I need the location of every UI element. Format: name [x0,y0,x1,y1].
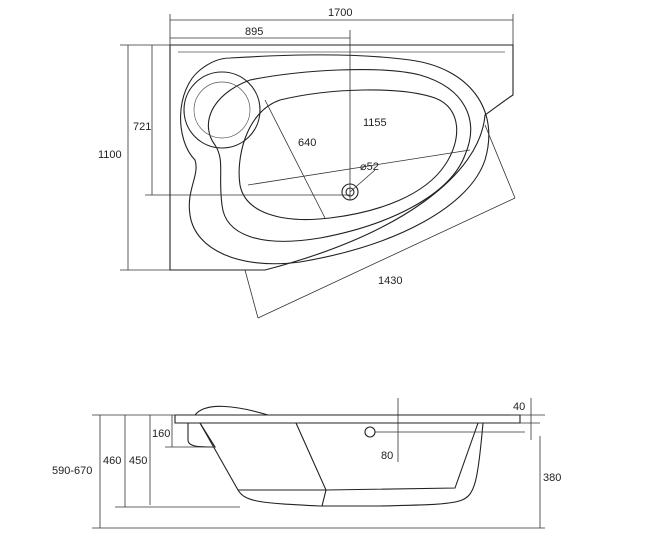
dim-line-1155 [247,149,471,186]
rim [174,414,521,424]
label-40: 40 [513,401,525,413]
label-1700: 1700 [328,7,352,19]
dim-line-1100 [120,45,170,271]
dim-leader-drain [349,169,376,193]
headrest-circle [183,71,261,149]
label-160: 160 [152,428,170,440]
label-721: 721 [133,121,151,133]
label-590-670: 590-670 [52,465,92,477]
tub-body [199,422,484,507]
dim-line-721 [120,44,350,196]
label-1100: 1100 [98,149,122,161]
tub-bathing-well [238,89,458,221]
panel-fold [238,422,479,507]
dim-line-460 [115,415,240,508]
dim-line-160 [165,415,215,448]
overflow-hole [364,426,376,438]
label-1155: 1155 [363,117,387,129]
top-view: 1700 895 721 1100 640 1155 ⌀52 1430 [98,7,516,319]
label-drain-diameter: ⌀52 [360,161,379,173]
label-380: 380 [543,472,561,484]
label-1430: 1430 [378,275,402,287]
tub-inner-basin [207,69,472,242]
label-80: 80 [381,450,393,462]
label-450: 450 [129,455,147,467]
side-view: 40 160 590-670 460 450 80 380 [52,398,561,529]
tub-outer-rim [169,44,514,271]
dim-line-1700 [169,14,514,45]
dim-line-590-670 [92,414,545,529]
dim-ext-overflow [375,414,545,433]
dim-line-640 [264,99,326,219]
label-895: 895 [245,26,263,38]
tub-outer-basin [180,54,490,265]
headrest-profile [194,405,269,416]
dim-line-895 [170,30,351,200]
headrest-inner [193,81,251,139]
label-640: 640 [298,137,316,149]
label-460: 460 [103,455,121,467]
dim-line-1430 [244,124,516,319]
